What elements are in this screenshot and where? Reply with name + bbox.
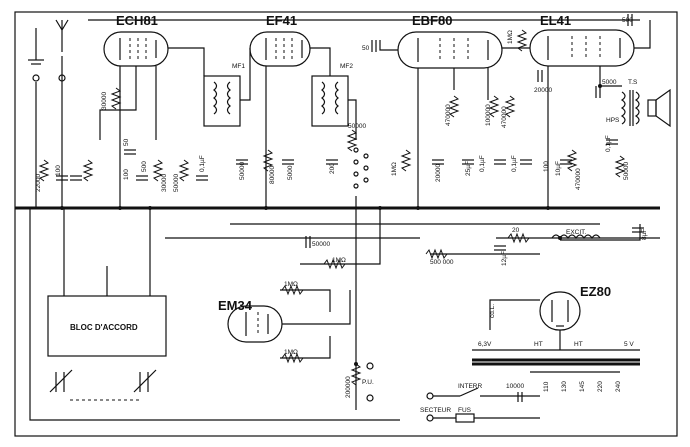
label-c20000: 20000: [534, 87, 552, 94]
label-c0-1uf-c: 0,1µF: [511, 155, 518, 172]
label-r200000: 200000: [345, 376, 352, 398]
tuning-capacitor-2: [133, 369, 157, 393]
label-r100: 100: [543, 161, 550, 172]
schematic-frame: [14, 11, 678, 437]
label-r1m-ebf: 1MΩ: [391, 162, 398, 176]
label-r5000: 5000: [287, 165, 294, 180]
label-c12uf: 12µF: [501, 251, 508, 266]
tap-130: 130: [561, 381, 568, 392]
tube-label-ez80: EZ80: [580, 284, 611, 299]
junction-dots: [60, 84, 602, 366]
label-c500-top: 500: [622, 17, 633, 24]
label-c50000-ef: 50000: [239, 162, 246, 180]
label-c0-1uf-b: 0,1µF: [479, 155, 486, 172]
label-r500000: 500 000: [430, 259, 454, 266]
label-mf2: MF2: [340, 63, 353, 70]
output-transformer: T.S HPS: [606, 79, 640, 126]
label-c200: 200: [329, 163, 336, 174]
label-excit: EXCIT.: [566, 229, 586, 236]
pickup-input: P.U.: [362, 362, 374, 402]
label-c50000-b: 50000: [312, 241, 330, 248]
tube-em34: EM34: [218, 298, 283, 343]
label-ht-1: HT: [534, 341, 543, 348]
power-input: INTERR SECTEUR FUS 10000: [420, 383, 540, 423]
label-c8uf: 8µF: [641, 229, 648, 240]
label-c500-a: 500: [141, 161, 148, 172]
label-c100-a: 100: [55, 165, 62, 176]
loudspeaker-symbol: [647, 88, 671, 128]
label-r1m-em: 1MΩ: [332, 257, 346, 264]
label-r20000: 20000: [435, 164, 442, 182]
tube-ech81: ECH81: [103, 13, 169, 67]
tap-110: 110: [543, 381, 550, 392]
label-c10000: 10000: [506, 383, 524, 390]
label-r50000-a: 50000: [173, 174, 180, 192]
earth-symbol: [28, 28, 44, 82]
label-5v: 5 V: [624, 341, 634, 348]
label-c0-1uf-ts: 0,1µF: [605, 135, 612, 152]
label-6-3v: 6,3V: [478, 341, 492, 348]
label-c50-ech: 50: [123, 138, 130, 146]
label-r100000: 100000: [485, 104, 492, 126]
capacitors: [56, 14, 644, 251]
tap-240: 240: [615, 381, 622, 392]
label-secteur: SECTEUR: [420, 407, 451, 414]
label-r50000-right: 50000: [623, 162, 630, 180]
if-transformer-mf2: MF2: [311, 63, 353, 127]
label-r1m-el41: 1MΩ: [507, 30, 514, 44]
label-r1m-em-bot: 1MΩ: [284, 349, 298, 356]
label-c100-b: 100: [123, 169, 130, 180]
tube-ez80: EZ80: [539, 284, 611, 331]
antenna-symbol: [55, 19, 69, 82]
bloc-accord: BLOC D'ACCORD: [47, 295, 167, 357]
selector-switch: [353, 147, 369, 189]
label-fus: FUS: [458, 407, 472, 414]
label-r80000: 80000: [269, 166, 276, 184]
label-r470000-c: 470000: [575, 168, 582, 190]
label-pu: P.U.: [362, 379, 374, 386]
tube-el41: EL41: [529, 13, 635, 67]
label-hps: HPS: [606, 117, 620, 124]
label-r20: 20: [512, 227, 520, 234]
label-bloc-accord: BLOC D'ACCORD: [70, 323, 138, 332]
tap-220: 220: [597, 381, 604, 392]
label-interr: INTERR: [458, 383, 483, 390]
label-c5000: 5000: [602, 79, 617, 86]
tap-145: 145: [579, 381, 586, 392]
tube-ef41: EF41: [249, 13, 311, 67]
power-transformer: 6,3V HT HT 5 V 110 130 145 220 240: [472, 341, 640, 392]
label-r30000: 30000: [101, 92, 108, 110]
label-c25uf: 25µF: [465, 161, 472, 176]
tube-ebf80: EBF80: [397, 13, 503, 69]
label-r1m-em-top: 1MΩ: [284, 281, 298, 288]
label-r50000-sw: 50000: [348, 123, 366, 130]
label-ht-2: HT: [574, 341, 583, 348]
label-mf1: MF1: [232, 63, 245, 70]
label-r470000: 470000: [445, 104, 452, 126]
resistors: [38, 29, 626, 386]
label-c10uf: 10µF: [555, 161, 562, 176]
tube-label-em34: EM34: [218, 298, 253, 313]
label-r22000: 22000: [35, 174, 42, 192]
wiring: [29, 19, 660, 421]
component-labels: 500 50 1MΩ 30000 50 5000 20000 0,1µF 500…: [35, 17, 648, 398]
if-transformer-mf1: MF1: [203, 63, 245, 127]
tuning-capacitor-1: [49, 369, 73, 393]
label-c0-1uf-a: 0,1µF: [199, 155, 206, 172]
label-cdl: cd.L.: [489, 304, 496, 318]
label-ts: T.S: [628, 79, 638, 86]
label-c50-ebf: 50: [362, 45, 370, 52]
label-r30000-b: 30000: [161, 174, 168, 192]
label-r470000-b: 470000: [501, 106, 508, 128]
